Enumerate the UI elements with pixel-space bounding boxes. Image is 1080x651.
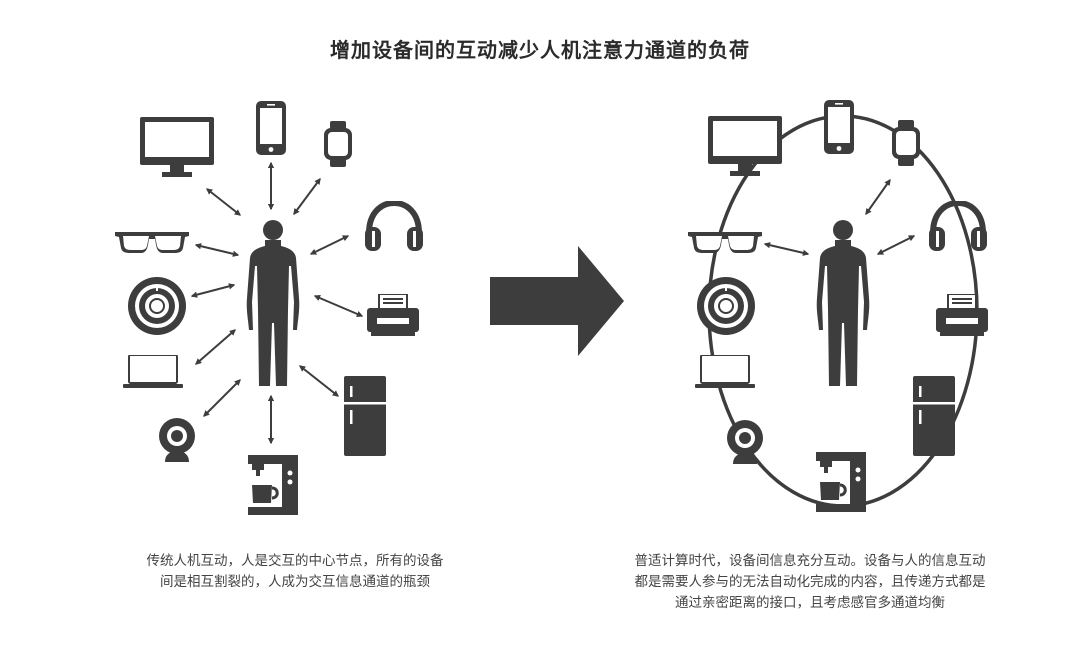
robot-vacuum-icon xyxy=(127,276,187,336)
headphones-icon xyxy=(365,203,423,251)
coffee-machine-icon xyxy=(248,455,298,515)
robot-vacuum-icon xyxy=(696,276,756,336)
bidirectional-arrow xyxy=(195,329,236,365)
right-caption-line: 通过亲密距离的接口，且考虑感官多通道均衡 xyxy=(675,595,945,611)
bidirectional-arrow xyxy=(763,242,810,256)
bidirectional-arrow xyxy=(205,188,242,216)
webcam-icon xyxy=(159,418,195,462)
printer-icon xyxy=(936,294,988,336)
webcam-icon xyxy=(727,420,763,464)
fridge-icon xyxy=(913,376,955,456)
monitor-icon xyxy=(708,116,782,176)
left-diagram xyxy=(115,101,423,515)
arrow-right-icon xyxy=(490,246,624,356)
watch-icon xyxy=(892,120,920,166)
bidirectional-arrow xyxy=(876,235,916,255)
glasses-icon xyxy=(115,232,189,253)
printer-icon xyxy=(367,294,419,336)
phone-icon xyxy=(256,101,286,155)
fridge-icon xyxy=(344,376,386,456)
monitor-icon xyxy=(140,117,214,177)
bidirectional-arrow xyxy=(190,283,236,298)
right-arrows xyxy=(763,178,916,256)
bidirectional-arrow xyxy=(865,178,891,216)
bidirectional-arrow xyxy=(298,365,340,397)
left-caption-line: 传统人机互动，人是交互的中心节点，所有的设备 xyxy=(146,553,444,569)
right-diagram xyxy=(688,100,988,512)
right-caption: 普适计算时代，设备间信息充分互动。设备与人的信息互动 都是需要人参与的无法自动化… xyxy=(555,551,1065,614)
diagram-title: 增加设备间的互动减少人机注意力通道的负荷 xyxy=(330,38,750,62)
laptop-icon xyxy=(123,355,183,389)
bidirectional-arrow xyxy=(194,243,240,257)
left-arrows xyxy=(190,161,364,445)
glasses-icon xyxy=(688,232,762,253)
left-caption: 传统人机互动，人是交互的中心节点，所有的设备 间是相互割裂的，人成为交互信息通道… xyxy=(60,551,530,593)
right-caption-line: 普适计算时代，设备间信息充分互动。设备与人的信息互动 xyxy=(634,553,986,569)
bidirectional-arrow xyxy=(203,379,241,417)
right-caption-line: 都是需要人参与的无法自动化完成的内容，且传递方式都是 xyxy=(634,574,986,590)
watch-icon xyxy=(324,121,352,167)
bidirectional-arrow xyxy=(313,295,364,317)
person-icon xyxy=(816,220,870,386)
laptop-icon xyxy=(695,355,755,389)
left-caption-line: 间是相互割裂的，人成为交互信息通道的瓶颈 xyxy=(160,574,430,590)
phone-icon xyxy=(824,100,854,154)
bidirectional-arrow xyxy=(309,235,350,255)
person-icon xyxy=(246,220,300,386)
bidirectional-arrow xyxy=(293,177,321,216)
